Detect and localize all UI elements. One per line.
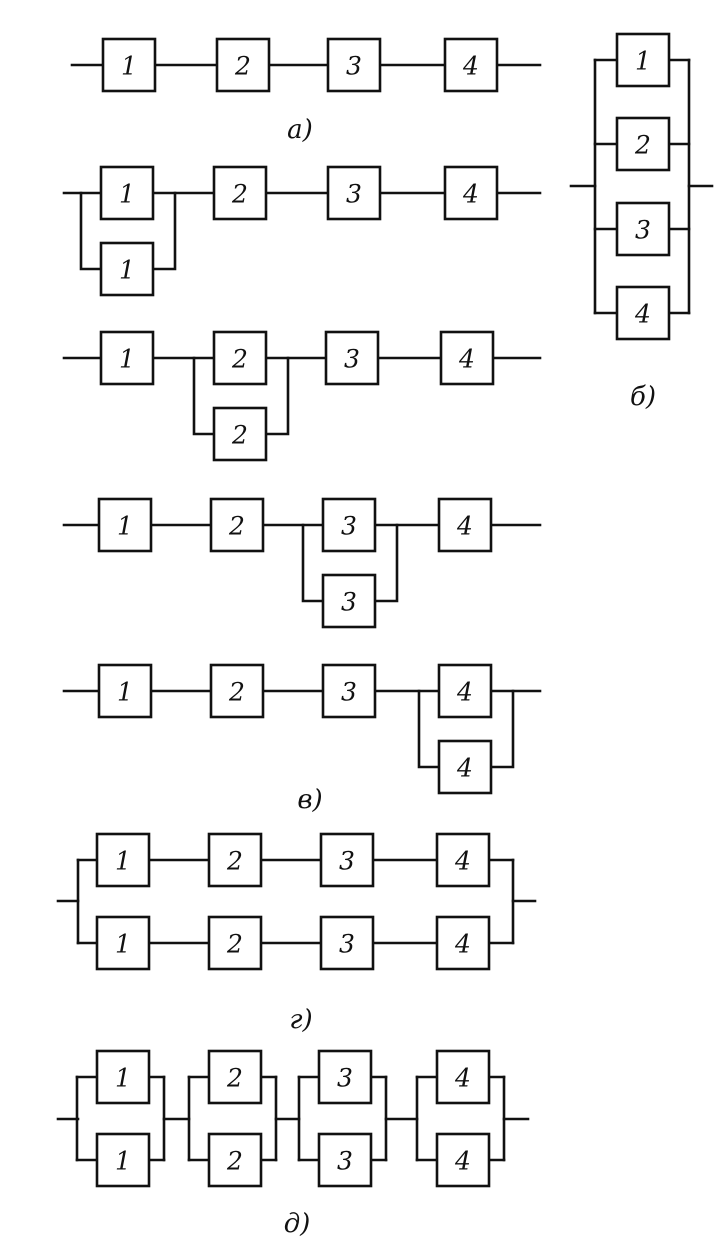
- diagram-v-row2-block-3: [324, 330, 380, 386]
- diagram-v-row2-block-1: [99, 330, 155, 386]
- diagram-v-row1-block-4-label: 4: [462, 180, 479, 209]
- diagram-v-row1-block-3-label: 3: [346, 180, 362, 209]
- diagram-d-pair4-block-top: [435, 1049, 491, 1105]
- diagram-v-row3-block-4-label: 4: [456, 512, 473, 541]
- diagram-v-row1-block-2-label: 2: [231, 180, 248, 209]
- diagram-d-pair1-block-top: [95, 1049, 151, 1105]
- caption-g: г): [289, 1005, 312, 1035]
- diagram-a-block-2-label: 2: [234, 52, 251, 81]
- diagram-d-pair2-block-bottom: [207, 1132, 263, 1188]
- diagram-a-block-1-label: 1: [121, 52, 137, 81]
- diagram-d-pair1-block-top-label: 1: [115, 1064, 131, 1093]
- diagram-a-block-2: [215, 37, 271, 93]
- diagram-d-pair1-block-bottom-label: 1: [115, 1147, 131, 1176]
- diagram-v-row2-reserve-block: [212, 406, 268, 462]
- caption-a: а): [287, 115, 313, 145]
- diagram-v-row4-block-2-label: 2: [228, 678, 245, 707]
- diagram-g-chain1-block-1: [95, 832, 151, 888]
- diagram-b-block-4: [615, 285, 671, 341]
- captions-layer: а) б) в) г) д): [284, 115, 656, 1239]
- diagram-v-row3-block-2: [209, 497, 265, 553]
- diagram-v-row4-block-2: [209, 663, 265, 719]
- diagram-v-row1-block-3: [326, 165, 382, 221]
- caption-v: в): [297, 785, 322, 815]
- caption-b: б): [630, 382, 656, 412]
- diagram-b-block-3-label: 3: [635, 216, 651, 245]
- diagram-g-chain2-block-2-label: 2: [226, 930, 243, 959]
- diagram-b-block-2-label: 2: [634, 131, 651, 160]
- diagram-g-chain1-block-1-label: 1: [115, 847, 131, 876]
- diagram-v-row2-block-2: [212, 330, 268, 386]
- diagram-a-block-4: [443, 37, 499, 93]
- diagram-v-row3-block-1: [97, 497, 153, 553]
- diagram-d-pair2-block-top: [207, 1049, 263, 1105]
- diagram-v-row4-reserve-block: [437, 739, 493, 795]
- connection-wires: [56, 58, 714, 1162]
- diagram-g-chain1-block-4: [435, 832, 491, 888]
- diagram-b-block-1-label: 1: [635, 47, 651, 76]
- diagram-b-block-2: [615, 116, 671, 172]
- diagram-b-block-1: [615, 32, 671, 88]
- diagram-d-pair3-block-bottom: [317, 1132, 373, 1188]
- diagram-g-chain2-block-4: [435, 915, 491, 971]
- diagram-v-row3-block-1-label: 1: [117, 512, 133, 541]
- diagram-v-row2-block-3-label: 3: [344, 345, 360, 374]
- diagram-g-chain2-block-1: [95, 915, 151, 971]
- diagram-v-row4-block-1: [97, 663, 153, 719]
- diagram-v-row4-block-3-label: 3: [341, 678, 357, 707]
- diagram-g-chain1-block-2-label: 2: [226, 847, 243, 876]
- diagram-v-row1-block-1: [99, 165, 155, 221]
- diagram-v-row3-block-3: [321, 497, 377, 553]
- diagram-v-row3-block-2-label: 2: [228, 512, 245, 541]
- diagram-b-block-3: [615, 201, 671, 257]
- diagram-d-pair4-block-bottom-label: 4: [454, 1147, 471, 1176]
- diagram-d-pair4-block-bottom: [435, 1132, 491, 1188]
- diagram-v-row2-reserve-block-label: 2: [231, 421, 248, 450]
- diagram-d-pair3-block-bottom-label: 3: [337, 1147, 353, 1176]
- diagram-v-row4-block-3: [321, 663, 377, 719]
- diagram-d-pair4-block-top-label: 4: [454, 1064, 471, 1093]
- diagram-g-chain1-block-3: [319, 832, 375, 888]
- diagram-d-pair2-block-top-label: 2: [226, 1064, 243, 1093]
- diagram-g-chain1-block-4-label: 4: [454, 847, 471, 876]
- diagram-g-chain2-block-2: [207, 915, 263, 971]
- diagram-v-row3-block-3-label: 3: [341, 512, 357, 541]
- diagram-v-row2-block-4-label: 4: [458, 345, 475, 374]
- diagram-d-pair3-block-top: [317, 1049, 373, 1105]
- diagram-g-chain1-block-2: [207, 832, 263, 888]
- caption-d: д): [284, 1209, 311, 1239]
- diagram-g-chain1-block-3-label: 3: [339, 847, 355, 876]
- diagram-v-row3-reserve-block: [321, 573, 377, 629]
- diagram-b-block-4-label: 4: [634, 300, 651, 329]
- diagram-v-row1-block-2: [212, 165, 268, 221]
- diagram-v-row1-reserve-block-label: 1: [119, 256, 135, 285]
- diagram-g-chain2-block-4-label: 4: [454, 930, 471, 959]
- diagram-v-row2-block-2-label: 2: [231, 345, 248, 374]
- diagram-a-block-1: [101, 37, 157, 93]
- diagram-v-row3-reserve-block-label: 3: [341, 588, 357, 617]
- diagram-g-chain2-block-3-label: 3: [339, 930, 355, 959]
- diagram-a-block-4-label: 4: [462, 52, 479, 81]
- diagram-g-chain2-block-1-label: 1: [115, 930, 131, 959]
- diagram-v-row1-reserve-block: [99, 241, 155, 297]
- diagram-v-row1-block-4: [443, 165, 499, 221]
- diagram-g-chain2-block-3: [319, 915, 375, 971]
- diagram-a-block-3: [326, 37, 382, 93]
- diagram-v-row4-block-4-label: 4: [456, 678, 473, 707]
- blocks-layer: 1 2 3 4 1 2 3 4 1 2 3 4 1 1 2 3 4 2 1 2 3 4 3 1 2 3 4 4 1 2 3 4 1 2 3 4 1 1 2 2…: [95, 32, 671, 1188]
- diagram-d-pair2-block-bottom-label: 2: [226, 1147, 243, 1176]
- diagram-v-row3-block-4: [437, 497, 493, 553]
- diagram-v-row2-block-1-label: 1: [119, 345, 135, 374]
- diagram-v-row4-block-1-label: 1: [117, 678, 133, 707]
- diagram-a-block-3-label: 3: [346, 52, 362, 81]
- diagram-v-row4-block-4: [437, 663, 493, 719]
- diagram-d-pair3-block-top-label: 3: [337, 1064, 353, 1093]
- diagram-d-pair1-block-bottom: [95, 1132, 151, 1188]
- diagram-v-row4-reserve-block-label: 4: [456, 754, 473, 783]
- diagram-v-row2-block-4: [439, 330, 495, 386]
- diagram-v-row1-block-1-label: 1: [119, 180, 135, 209]
